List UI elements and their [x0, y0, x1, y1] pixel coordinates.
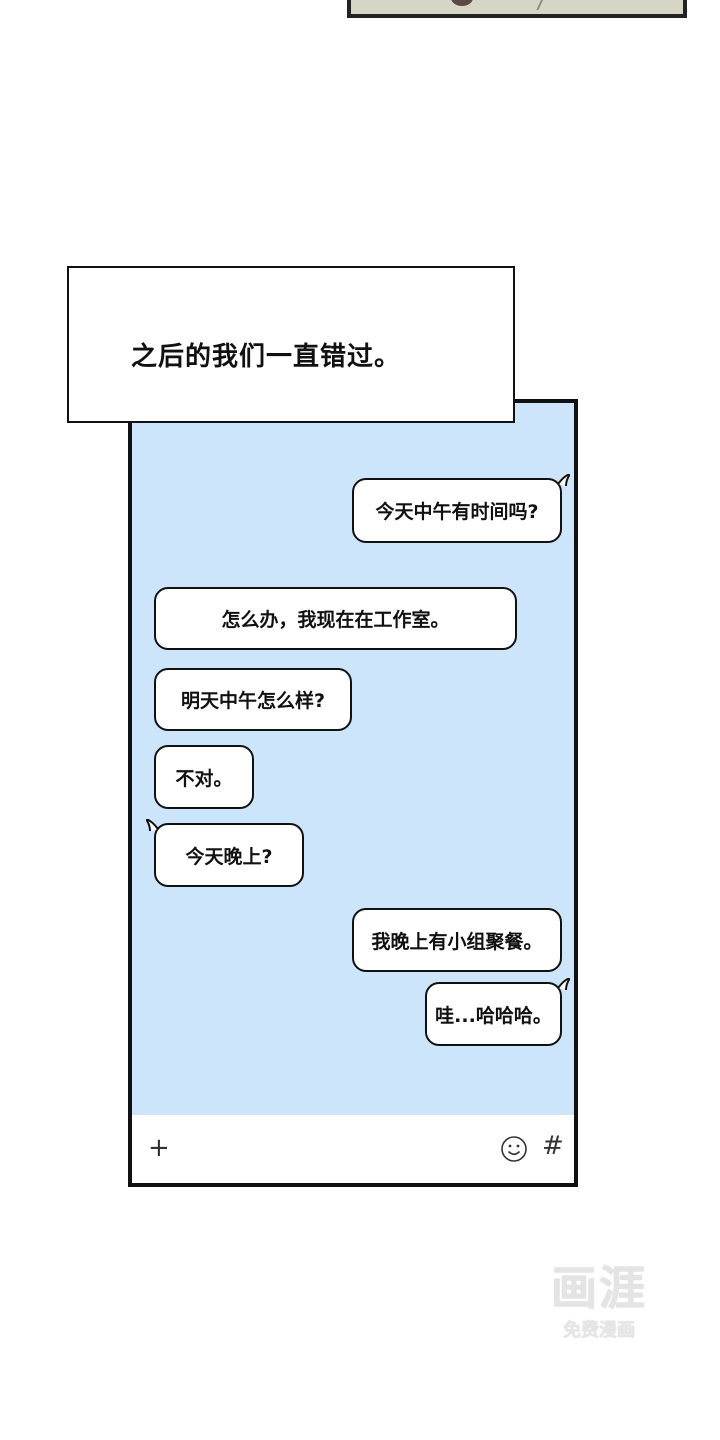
message-bubble-2: 怎么办，我现在在工作室。: [154, 587, 517, 650]
narration-box: 之后的我们一直错过。: [67, 266, 515, 423]
watermark-subtitle: 免费漫画: [563, 1320, 635, 1341]
message-bubble-4: 不对。: [154, 745, 254, 809]
bubble-tail: [146, 819, 158, 831]
message-text: 今天中午有时间吗?: [375, 501, 539, 523]
message-text: 不对。: [175, 767, 233, 790]
watermark: 画涯 免费漫画: [538, 1260, 660, 1352]
message-text: 今天晚上?: [185, 845, 273, 868]
hashtag-icon[interactable]: #: [542, 1131, 564, 1161]
message-bubble-5: 今天晚上?: [146, 819, 304, 887]
message-text: 明天中午怎么样?: [180, 690, 326, 712]
message-bubble-1: 今天中午有时间吗?: [352, 474, 570, 543]
plus-icon[interactable]: +: [148, 1133, 170, 1163]
panel-art-fragment: [451, 0, 473, 6]
message-bubble-3: 明天中午怎么样?: [154, 668, 352, 731]
previous-comic-panel: [347, 0, 687, 18]
message-text: 哇...哈哈哈。: [435, 1004, 552, 1027]
message-text: 我晚上有小组聚餐。: [371, 930, 543, 953]
message-bubble-6: 我晚上有小组聚餐。: [352, 908, 562, 972]
watermark-logo: 画涯: [551, 1261, 647, 1315]
bubble-tail: [558, 978, 570, 990]
message-bubble-7: 哇...哈哈哈。: [425, 978, 570, 1046]
narration-text: 之后的我们一直错过。: [131, 342, 402, 372]
chat-screen: 今天中午有时间吗? 怎么办，我现在在工作室。 明天中午怎么样? 不对。 今天晚上…: [128, 399, 578, 1187]
message-text: 怎么办，我现在在工作室。: [221, 609, 450, 631]
chat-input-bar: + #: [132, 1115, 574, 1183]
smile-icon[interactable]: [500, 1135, 528, 1163]
bubble-tail: [558, 474, 570, 486]
panel-art-stroke: [536, 0, 560, 10]
